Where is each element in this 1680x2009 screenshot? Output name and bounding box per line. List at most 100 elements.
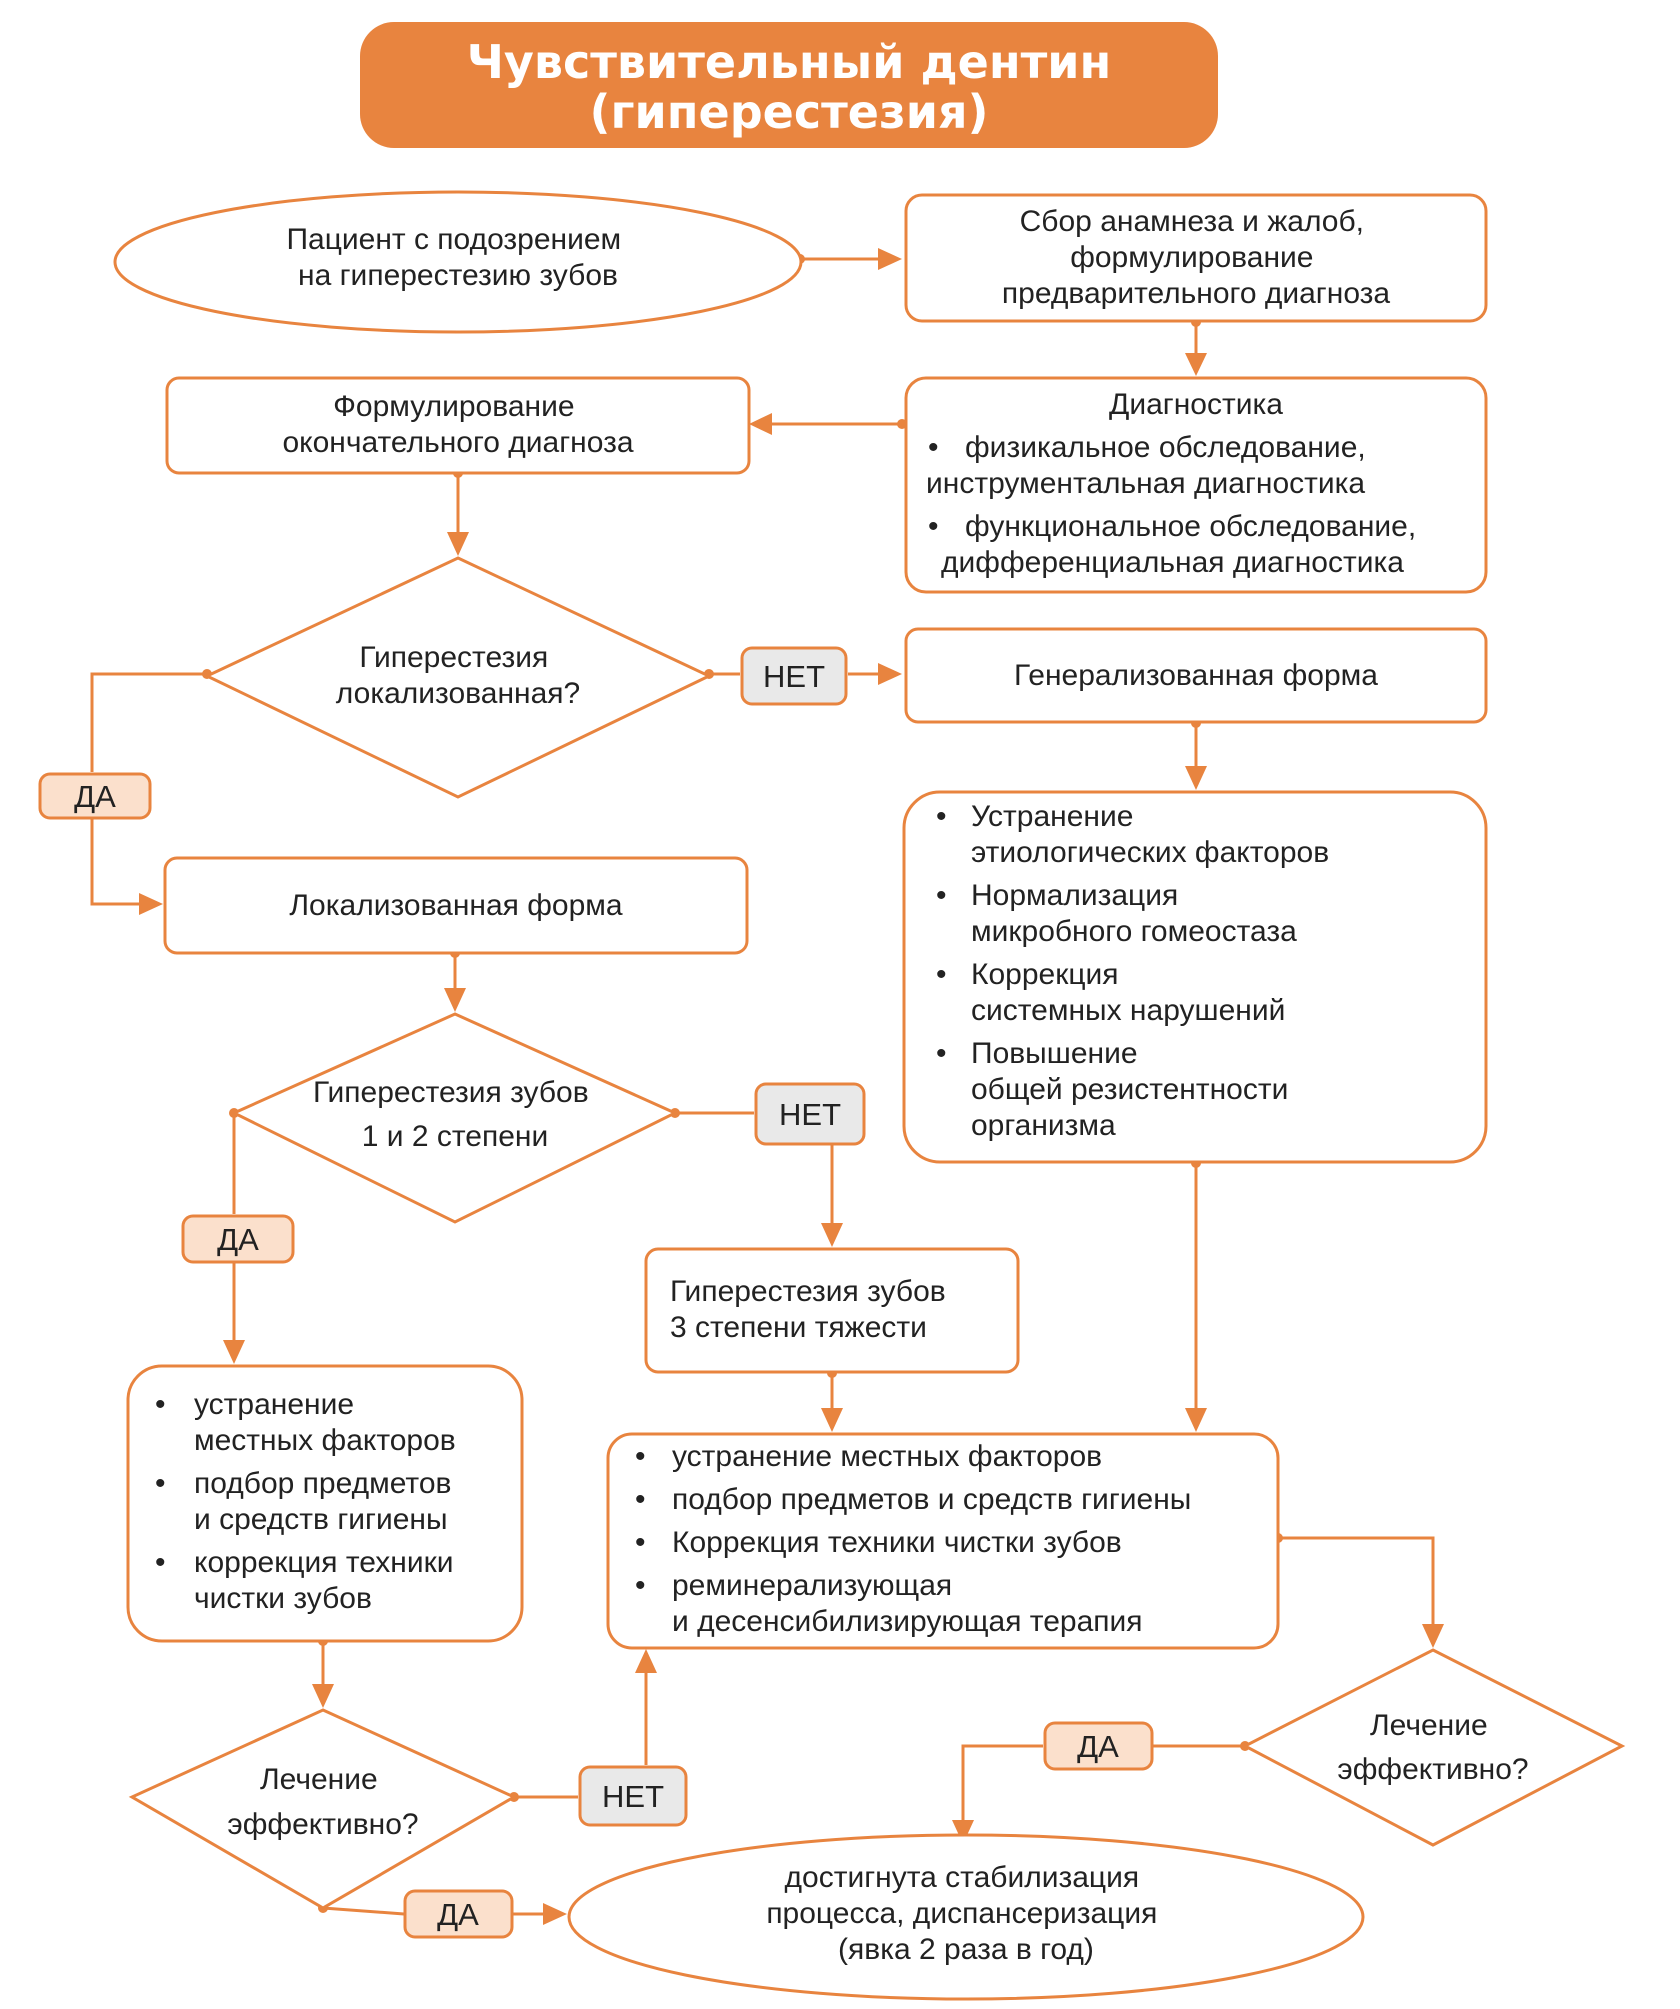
node-question-effective-left: Лечение эффективно? [128, 1708, 518, 1910]
node-line: на гиперестезию зубов [298, 259, 618, 292]
node-line: Нормализация [971, 879, 1178, 912]
bullet: • [635, 1483, 646, 1516]
arrowhead [1185, 353, 1207, 376]
node-line: инструментальная диагностика [926, 467, 1365, 500]
arrowhead [312, 1684, 334, 1708]
label-yes-text: ДА [1077, 1729, 1119, 1764]
arrowhead [1185, 1408, 1207, 1432]
edge-qlocalized-yes [90, 672, 207, 772]
node-line: формулирование [1070, 241, 1313, 274]
node-line: устранение [194, 1388, 354, 1421]
node-line: этиологических факторов [971, 836, 1329, 869]
node-line: эффективно? [1337, 1753, 1528, 1786]
node-line: микробного гомеостаза [971, 915, 1297, 948]
bullet: • [155, 1546, 166, 1579]
node-generalized-form: Генерализованная форма [904, 627, 1488, 724]
bullet: • [936, 879, 947, 912]
bullet: • [936, 958, 947, 991]
arrowhead [444, 988, 466, 1012]
node-line: подбор предметов [194, 1467, 451, 1500]
node-localized-form: Локализованная форма [163, 856, 749, 955]
node-line: и десенсибилизирующая терапия [672, 1605, 1143, 1638]
full-measure-4: реминерализующая и десенсибилизирующая т… [672, 1569, 1143, 1638]
arrowhead [635, 1649, 657, 1673]
general-measure-4: Повышение общей резистентности организма [971, 1037, 1297, 1142]
node-question-effective-right-text: Лечение эффективно? [1337, 1709, 1528, 1786]
node-generalized-text: Генерализованная форма [1014, 659, 1378, 692]
node-line: Формулирование [333, 390, 574, 423]
node-line: реминерализующая [672, 1569, 952, 1602]
node-anamnesis-text: Сбор анамнеза и жалоб, формулирование пр… [1002, 205, 1391, 310]
edge-yes-localized [90, 818, 140, 906]
label-no-text: НЕТ [779, 1097, 841, 1132]
node-line: функциональное обследование, [965, 510, 1416, 543]
bullet: • [928, 510, 939, 543]
arrowhead [878, 663, 902, 685]
node-line: предварительного диагноза [1002, 277, 1391, 310]
node-diagnostics: Диагностика • физикальное обследование, … [904, 376, 1488, 594]
bullet: • [155, 1467, 166, 1500]
label-yes: ДА [1043, 1721, 1154, 1771]
diagnostics-title: Диагностика [1109, 388, 1283, 421]
local-measure-1: устранение местных факторов [194, 1388, 456, 1457]
bullet: • [635, 1569, 646, 1602]
arrowhead [821, 1408, 843, 1432]
arrowhead [878, 248, 902, 270]
bullet: • [936, 800, 947, 833]
title-banner: Чувствительный дентин (гиперестезия) [360, 22, 1218, 148]
edge-yes-stabilization-right [961, 1744, 1043, 1822]
node-line: дифференциальная диагностика [941, 546, 1404, 579]
node-patient-text: Пациент с подозрением на гиперестезию зу… [286, 223, 629, 292]
node-line: эффективно? [227, 1808, 418, 1841]
label-yes: ДА [38, 772, 152, 820]
arrowhead [447, 532, 469, 556]
node-final-diagnosis: Формулирование окончательного диагноза [165, 376, 751, 475]
node-degree-3-text: Гиперестезия зубов 3 степени тяжести [670, 1275, 954, 1344]
decision-labels: НЕТ ДА НЕТ ДА НЕТ ДА ДА [38, 646, 1154, 1939]
label-no: НЕТ [740, 646, 848, 706]
full-measure-2: подбор предметов и средств гигиены [672, 1483, 1191, 1516]
edge-qeffleft-yes [322, 1906, 405, 1916]
node-line: системных нарушений [971, 994, 1285, 1027]
full-measure-1: устранение местных факторов [672, 1440, 1102, 1473]
node-stabilization-text: достигнута стабилизация процесса, диспан… [766, 1861, 1165, 1966]
node-line: коррекция техники [194, 1546, 453, 1579]
diagnostics-bullet-1: физикальное обследование, инструментальн… [926, 431, 1374, 500]
label-yes-text: ДА [74, 779, 116, 814]
node-line: организма [971, 1109, 1116, 1142]
bullet: • [928, 431, 939, 464]
node-line: (явка 2 раза в год) [838, 1933, 1094, 1966]
node-line: Пациент с подозрением [286, 223, 621, 256]
general-measure-2: Нормализация микробного гомеостаза [971, 879, 1297, 948]
node-line: Гиперестезия зубов [670, 1275, 946, 1308]
label-no-text: НЕТ [763, 659, 825, 694]
label-yes-text: ДА [437, 1897, 479, 1932]
node-question-localized: Гиперестезия локализованная? [203, 556, 713, 799]
node-line: Лечение [260, 1763, 378, 1796]
general-measure-3: Коррекция системных нарушений [971, 958, 1285, 1027]
node-question-effective-right: Лечение эффективно? [1241, 1648, 1626, 1847]
bullet: • [635, 1440, 646, 1473]
arrowhead [139, 893, 163, 915]
node-line: локализованная? [336, 677, 580, 710]
node-line: процесса, диспансеризация [766, 1897, 1157, 1930]
arrowhead [821, 1223, 843, 1247]
node-line: Лечение [1370, 1709, 1488, 1742]
label-no: НЕТ [578, 1765, 688, 1827]
node-stabilization: достигнута стабилизация процесса, диспан… [567, 1833, 1365, 2001]
node-question-effective-left-text: Лечение эффективно? [227, 1763, 418, 1841]
node-line: окончательного диагноза [282, 426, 633, 459]
local-measure-3: коррекция техники чистки зубов [194, 1546, 462, 1615]
node-line: Гиперестезия зубов [313, 1076, 589, 1109]
node-line: 1 и 2 степени [362, 1120, 548, 1153]
node-anamnesis: Сбор анамнеза и жалоб, формулирование пр… [904, 193, 1488, 323]
label-yes: ДА [403, 1889, 514, 1939]
node-degree-3: Гиперестезия зубов 3 степени тяжести [644, 1247, 1020, 1374]
bullet: • [936, 1037, 947, 1070]
node-line: Сбор анамнеза и жалоб, [1020, 205, 1364, 238]
node-question-degree: Гиперестезия зубов 1 и 2 степени [230, 1012, 679, 1224]
arrowhead [1185, 766, 1207, 790]
node-patient: Пациент с подозрением на гиперестезию зу… [113, 190, 803, 334]
node-question-degree-text: Гиперестезия зубов 1 и 2 степени [313, 1076, 597, 1153]
